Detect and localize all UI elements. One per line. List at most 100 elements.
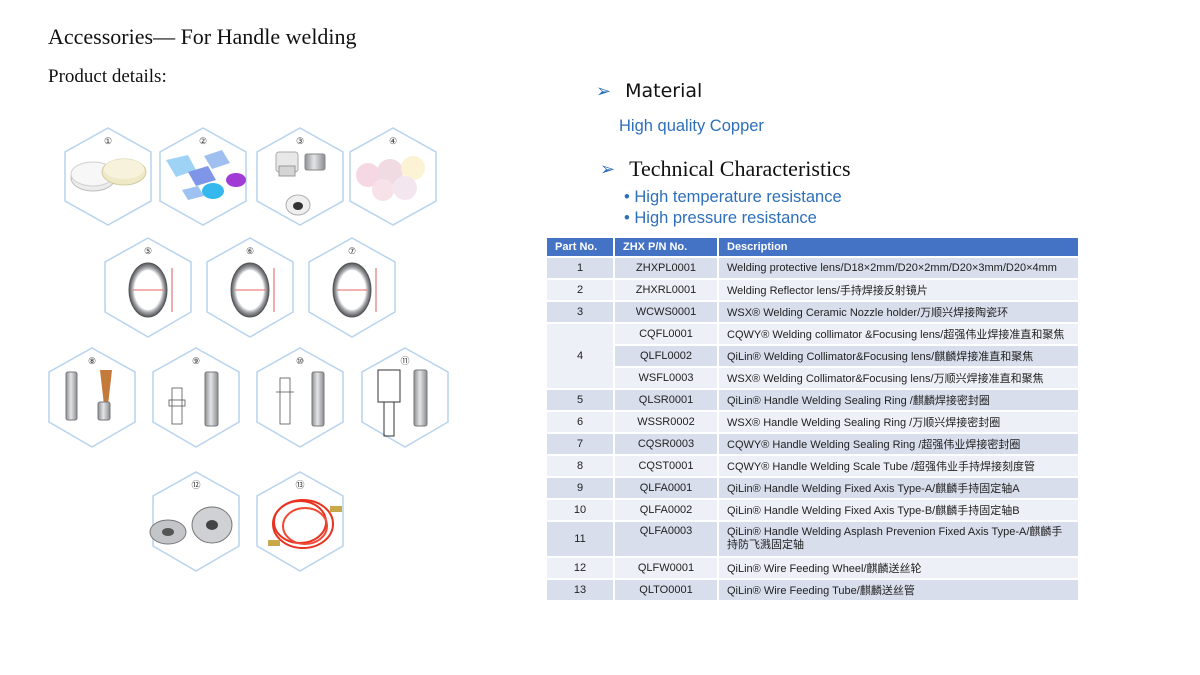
description-cell: CQWY® Handle Welding Sealing Ring /超强伟业焊…: [719, 434, 1078, 454]
number-label: ②: [199, 136, 207, 146]
pn-cell: CQSR0003: [615, 434, 717, 454]
pn-cell: QLFL0002: [615, 346, 717, 366]
description-cell: QiLin® Wire Feeding Tube/麒麟送丝管: [719, 580, 1078, 600]
number-label: ⑫: [191, 480, 200, 490]
description-cell: WSX® Welding Ceramic Nozzle holder/万顺兴焊接…: [719, 302, 1078, 322]
product-hex-2: ②: [159, 127, 247, 226]
table-row: 5 QLSR0001 QiLin® Handle Welding Sealing…: [547, 390, 1078, 410]
product-hex-3: ③: [256, 127, 344, 226]
table-row: 13 QLTO0001 QiLin® Wire Feeding Tube/麒麟送…: [547, 580, 1078, 600]
page-title: Accessories— For Handle welding: [48, 24, 357, 49]
description-cell: CQWY® Handle Welding Scale Tube /超强伟业手持焊…: [719, 456, 1078, 476]
product-hex-4: ④: [349, 127, 437, 226]
arrow-bullet-icon: ➢: [600, 158, 616, 179]
part-no-cell: 13: [547, 580, 613, 600]
pn-cell: QLFA0003: [615, 522, 717, 556]
product-hex-11: ⑪: [361, 347, 449, 448]
number-label: ⑪: [400, 356, 409, 366]
tech-item-2: • High pressure resistance: [624, 209, 817, 227]
table-row: 12 QLFW0001 QiLin® Wire Feeding Wheel/麒麟…: [547, 558, 1078, 578]
technical-heading-row: ➢ Technical Characteristics: [600, 156, 851, 182]
pn-cell: ZHXPL0001: [615, 258, 717, 278]
number-label: ④: [389, 136, 397, 146]
table-row: 9 QLFA0001 QiLin® Handle Welding Fixed A…: [547, 478, 1078, 498]
table-row: 1 ZHXPL0001 Welding protective lens/D18×…: [547, 258, 1078, 278]
part-no-cell: 11: [547, 522, 613, 556]
table-row: 6 WSSR0002 WSX® Handle Welding Sealing R…: [547, 412, 1078, 432]
table-row: 2 ZHXRL0001 Welding Reflector lens/手持焊接反…: [547, 280, 1078, 300]
table-row: 10 QLFA0002 QiLin® Handle Welding Fixed …: [547, 500, 1078, 520]
pn-cell: WSFL0003: [615, 368, 717, 388]
part-no-cell: 10: [547, 500, 613, 520]
material-heading: Material: [625, 80, 703, 102]
number-label: ⑥: [246, 246, 254, 256]
part-no-cell: 4: [547, 324, 613, 388]
table-header-row: Part No. ZHX P/N No. Description: [547, 238, 1078, 256]
description-cell: WSX® Handle Welding Sealing Ring /万顺兴焊接密…: [719, 412, 1078, 432]
part-no-cell: 1: [547, 258, 613, 278]
material-heading-row: ➢ Material: [596, 80, 702, 102]
description-cell: Welding protective lens/D18×2mm/D20×2mm/…: [719, 258, 1078, 278]
arrow-bullet-icon: ➢: [596, 80, 612, 102]
column-header-pn: ZHX P/N No.: [615, 238, 717, 256]
part-no-cell: 7: [547, 434, 613, 454]
pn-cell: QLTO0001: [615, 580, 717, 600]
pn-cell: QLFW0001: [615, 558, 717, 578]
table-row: 4 CQFL0001 CQWY® Welding collimator &Foc…: [547, 324, 1078, 388]
description-cell: QiLin® Welding Collimator&Focusing lens/…: [719, 346, 1078, 366]
pn-cell: QLFA0002: [615, 500, 717, 520]
pn-cell: CQST0001: [615, 456, 717, 476]
description-cell: QiLin® Handle Welding Sealing Ring /麒麟焊接…: [719, 390, 1078, 410]
pn-cell: WSSR0002: [615, 412, 717, 432]
product-hex-10: ⑩: [256, 347, 344, 448]
product-hex-12: ⑫: [149, 471, 240, 572]
product-hex-13: ⑬: [256, 471, 344, 572]
part-no-cell: 3: [547, 302, 613, 322]
number-label: ①: [104, 136, 112, 146]
number-label: ⑩: [296, 356, 304, 366]
product-gallery: ① ② ③ ④ ⑤: [0, 0, 520, 675]
part-no-cell: 12: [547, 558, 613, 578]
description-cell: QiLin® Handle Welding Fixed Axis Type-B/…: [719, 500, 1078, 520]
number-label: ⑤: [144, 246, 152, 256]
table-row: 3 WCWS0001 WSX® Welding Ceramic Nozzle h…: [547, 302, 1078, 322]
product-hex-7: ⑦: [308, 237, 396, 338]
pn-cell: QLFA0001: [615, 478, 717, 498]
product-hex-6: ⑥: [206, 237, 294, 338]
description-cell: QiLin® Handle Welding Fixed Axis Type-A/…: [719, 478, 1078, 498]
number-label: ⑧: [88, 356, 96, 366]
table-row: 11 QLFA0003 QiLin® Handle Welding Asplas…: [547, 522, 1078, 556]
pn-cell: WCWS0001: [615, 302, 717, 322]
material-value: High quality Copper: [619, 117, 764, 135]
product-hex-5: ⑤: [104, 237, 192, 338]
number-label: ⑨: [192, 356, 200, 366]
pn-cell: CQFL0001: [615, 324, 717, 344]
product-hex-9: ⑨: [152, 347, 240, 448]
number-label: ③: [296, 136, 304, 146]
part-no-cell: 5: [547, 390, 613, 410]
number-label: ⑬: [295, 480, 304, 490]
column-header-part-no: Part No.: [547, 238, 613, 256]
product-hex-8: ⑧: [48, 347, 136, 448]
table-row: 7 CQSR0003 CQWY® Handle Welding Sealing …: [547, 434, 1078, 454]
number-label: ⑦: [348, 246, 356, 256]
technical-heading: Technical Characteristics: [629, 156, 851, 181]
description-cell: QiLin® Wire Feeding Wheel/麒麟送丝轮: [719, 558, 1078, 578]
description-cell: CQWY® Welding collimator &Focusing lens/…: [719, 324, 1078, 344]
column-header-description: Description: [719, 238, 1078, 256]
part-no-cell: 2: [547, 280, 613, 300]
description-cell: Welding Reflector lens/手持焊接反射镜片: [719, 280, 1078, 300]
part-no-cell: 6: [547, 412, 613, 432]
description-cell: WSX® Welding Collimator&Focusing lens/万顺…: [719, 368, 1078, 388]
table-row: WSFL0003 WSX® Welding Collimator&Focusin…: [547, 368, 1078, 388]
table-row: 8 CQST0001 CQWY® Handle Welding Scale Tu…: [547, 456, 1078, 476]
pn-cell: ZHXRL0001: [615, 280, 717, 300]
description-cell: QiLin® Handle Welding Asplash Prevenion …: [719, 522, 1078, 556]
product-hex-1: ①: [64, 127, 152, 226]
product-details-heading: Product details:: [48, 66, 167, 87]
part-no-cell: 8: [547, 456, 613, 476]
table-row: QLFL0002 QiLin® Welding Collimator&Focus…: [547, 346, 1078, 366]
part-no-cell: 9: [547, 478, 613, 498]
tech-item-1: • High temperature resistance: [624, 188, 842, 206]
parts-table: Part No. ZHX P/N No. Description 1 ZHXPL…: [545, 236, 1080, 602]
